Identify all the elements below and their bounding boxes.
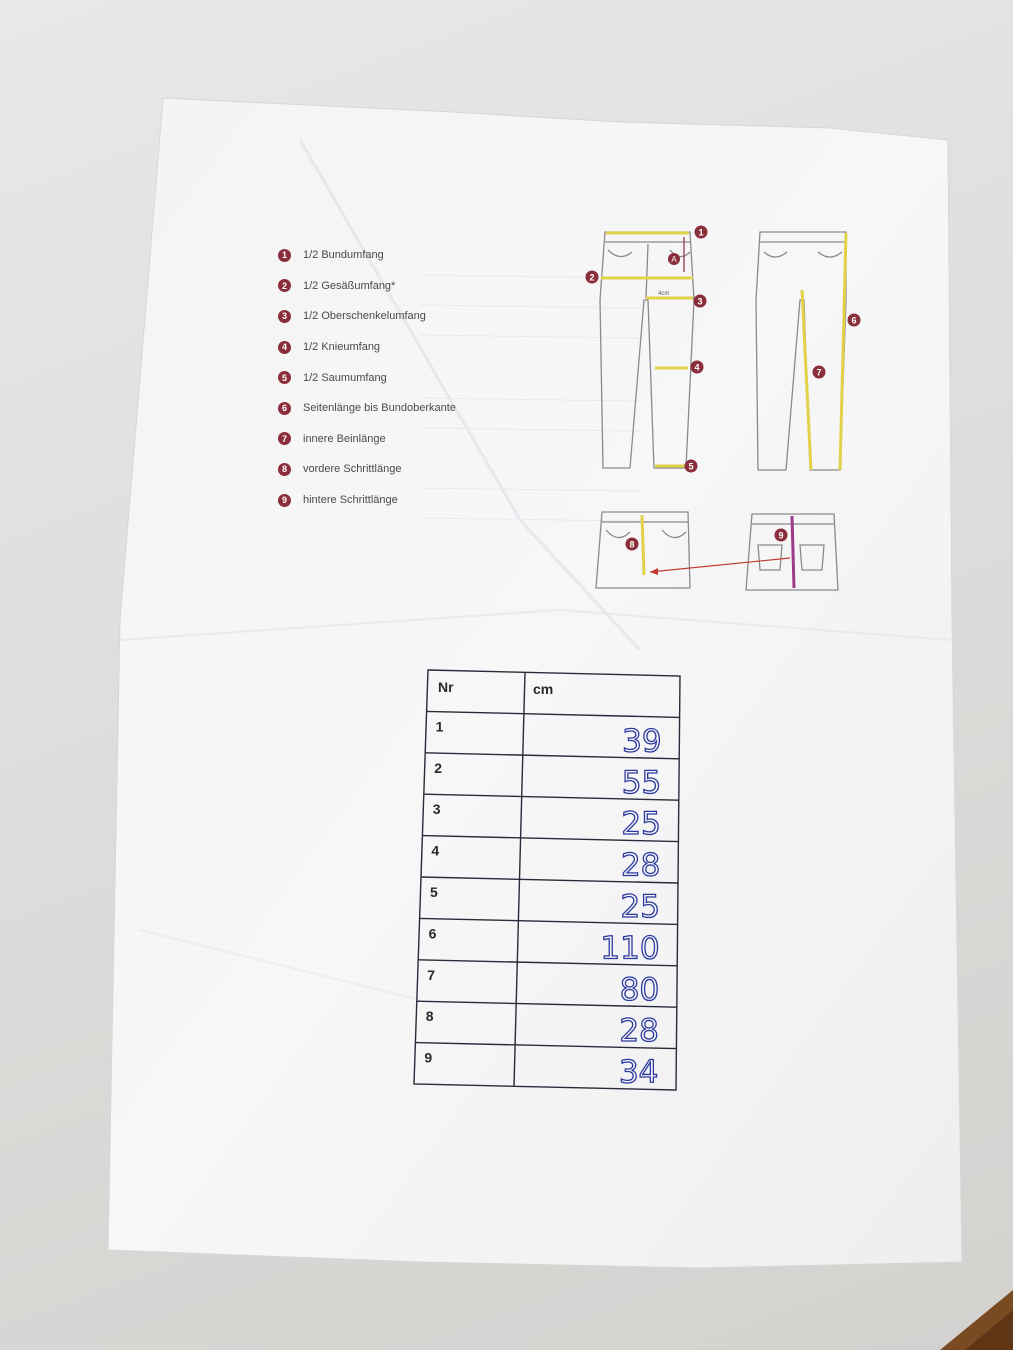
legend-number: 2	[278, 279, 291, 293]
table-row-lines	[415, 710, 680, 1050]
legend-label: 1/2 Saumumfang	[303, 371, 387, 384]
table-row-divider	[426, 710, 680, 719]
marker-2: 2	[585, 270, 599, 284]
row-number: 9	[424, 1050, 432, 1066]
marker-1: 1	[694, 225, 708, 239]
marker-1-label: 1	[698, 228, 703, 238]
legend-number: 4	[278, 340, 291, 354]
legend-number: 6	[278, 401, 291, 415]
row-number: 3	[433, 801, 441, 817]
legend-item: 2 1/2 Gesäßumfang*	[278, 271, 518, 302]
marker-9: 9	[774, 528, 788, 542]
table-row-divider	[415, 1041, 677, 1050]
legend-number: 3	[278, 309, 291, 323]
marker-5-label: 5	[688, 462, 693, 472]
legend-label: Seitenlänge bis Bundoberkante	[303, 402, 456, 415]
legend-item: 9 hintere Schrittlänge	[278, 485, 518, 516]
header-cm: cm	[533, 681, 553, 697]
row-value-handwritten: 39	[622, 723, 661, 759]
measurement-legend: 1 1/2 Bundumfang 2 1/2 Gesäßumfang* 3 1/…	[278, 240, 518, 515]
legend-item: 1 1/2 Bundumfang	[278, 240, 518, 271]
row-value-handwritten: 25	[621, 889, 660, 925]
row-number: 8	[426, 1008, 434, 1024]
row-value-handwritten: 34	[619, 1055, 658, 1091]
marker-3: 3	[693, 294, 707, 308]
row-number: 7	[427, 967, 435, 983]
row-number: 1	[436, 718, 444, 734]
row-number: 5	[430, 884, 438, 900]
front-crotch-detail	[595, 511, 691, 589]
marker-4-label: 4	[694, 363, 699, 373]
row-number: 4	[431, 843, 439, 859]
legend-label: 1/2 Gesäßumfang*	[303, 279, 396, 292]
arrow-head-icon	[650, 568, 658, 575]
marker-8: 8	[625, 537, 639, 551]
row-value-handwritten: 28	[621, 848, 660, 884]
table-row-divider	[419, 917, 678, 926]
offset-label: 4cm	[658, 291, 669, 297]
marker-2-label: 2	[589, 273, 594, 283]
legend-item: 6 Seitenlänge bis Bundoberkante	[278, 393, 518, 424]
legend-number: 9	[278, 493, 291, 507]
legend-label: 1/2 Bundumfang	[303, 249, 384, 262]
legend-label: 1/2 Knieumfang	[303, 341, 381, 354]
table-row-divider	[418, 959, 678, 967]
crotch-connector-arrow	[649, 557, 791, 573]
row-value-handwritten: 110	[600, 930, 659, 966]
legend-label: vordere Schrittlänge	[303, 463, 402, 476]
marker-4: 4	[690, 360, 704, 374]
front-measure-lines	[601, 231, 693, 468]
marker-a-label: A	[671, 255, 677, 264]
legend-item: 7 innere Beinlänge	[278, 424, 518, 455]
legend-number: 7	[278, 432, 291, 446]
front-crotch-line	[640, 514, 646, 576]
legend-item: 4 1/2 Knieumfang	[278, 332, 518, 363]
marker-8-label: 8	[629, 540, 634, 550]
legend-number: 8	[278, 462, 291, 476]
marker-9-label: 9	[778, 531, 783, 541]
marker-6: 6	[847, 313, 861, 327]
marker-5: 5	[684, 459, 698, 473]
marker-a	[668, 253, 680, 265]
side-measure-lines	[800, 232, 848, 471]
marker-6-label: 6	[851, 316, 856, 326]
back-crotch-line	[790, 515, 796, 589]
row-value-handwritten: 25	[621, 806, 660, 842]
legend-number: 1	[278, 248, 291, 262]
table-row-divider	[416, 1000, 677, 1008]
row-value-handwritten: 55	[622, 765, 661, 801]
legend-item: 3 1/2 Oberschenkelumfang	[278, 301, 518, 332]
row-number: 2	[434, 760, 442, 776]
legend-label: innere Beinlänge	[303, 432, 386, 445]
table-row-divider	[425, 752, 680, 760]
header-nr: Nr	[438, 679, 454, 695]
table-row-divider	[420, 876, 679, 884]
row-value-handwritten: 80	[620, 972, 659, 1008]
marker-7: 7	[812, 365, 826, 379]
legend-item: 5 1/2 Saumumfang	[278, 362, 518, 393]
marker-3-label: 3	[697, 297, 702, 307]
legend-item: 8 vordere Schrittlänge	[278, 454, 518, 485]
row-value-handwritten: 28	[619, 1013, 658, 1049]
legend-number: 5	[278, 371, 291, 385]
row-number: 6	[429, 925, 437, 941]
table-row-divider	[422, 834, 679, 843]
table-row-divider	[423, 793, 679, 801]
legend-label: 1/2 Oberschenkelumfang	[303, 310, 426, 323]
legend-label: hintere Schrittlänge	[303, 494, 398, 507]
marker-7-label: 7	[816, 368, 821, 378]
